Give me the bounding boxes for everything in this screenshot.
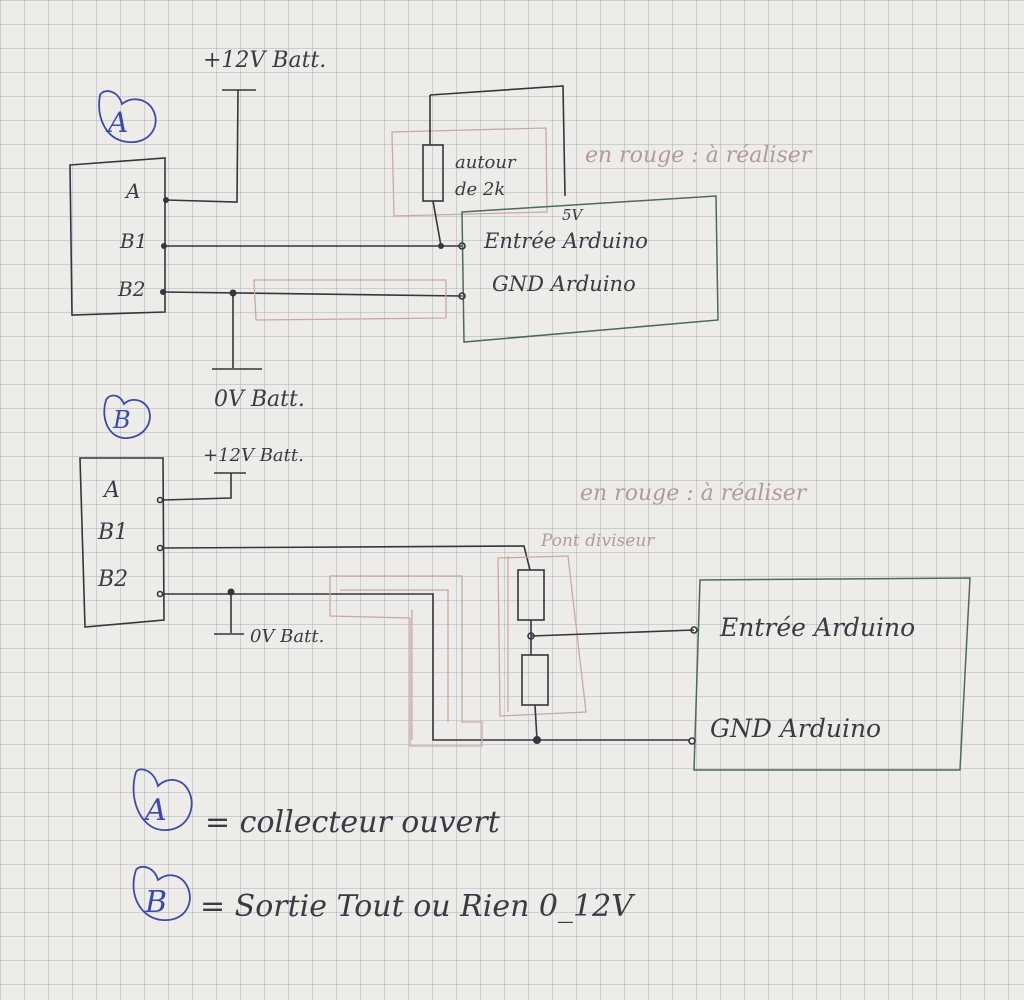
section-b-ground-label: 0V Batt. [250, 626, 324, 647]
legend-item-a: A = collecteur ouvert [132, 768, 501, 840]
section-b-pin-b1-dot [156, 544, 164, 552]
section-b-red-divider-area [497, 555, 587, 717]
section-b-pin-a-label: A [102, 478, 120, 503]
section-b-red-ground-lines [340, 589, 449, 740]
section-b-arduino-gnd-terminal [688, 737, 696, 745]
section-a-red-ground-area [253, 279, 447, 321]
section-b-ground-wire [214, 592, 244, 635]
section-a-marker-label: A [105, 106, 128, 139]
section-a-module-box [69, 157, 166, 316]
section-b-marker-label: B [112, 406, 131, 434]
section-b-b2-wire [163, 593, 690, 741]
legend-item-b-text: = Sortie Tout ou Rien 0_12V [200, 889, 636, 924]
section-a-vcc-label: 5V [562, 206, 585, 224]
legend: A = collecteur ouvert B = Sortie Tout ou… [132, 768, 636, 924]
section-a-resistor-label-2: de 2k [455, 179, 505, 200]
section-b-divider-resistor-top [517, 569, 545, 621]
section-b-red-ground-area [329, 575, 483, 747]
section-b-b1-wire [162, 545, 531, 571]
section-b-divider-label: Pont diviseur [540, 531, 655, 551]
section-b-arduino-input-terminal [690, 626, 698, 634]
section-a: A A B1 B2 +12V Batt. 0V Batt. autour de … [69, 48, 813, 412]
section-a-arduino-gnd-terminal [458, 292, 466, 300]
section-b-supply-wire [162, 472, 246, 501]
section-a-resistor-label-1: autour [455, 152, 517, 173]
section-b-divider-bottom-wire [534, 704, 538, 741]
section-b-marker: B [103, 394, 151, 439]
section-a-arduino-input-terminal [458, 242, 466, 250]
section-a-b2-wire [162, 291, 463, 297]
section-a-pullup-resistor [422, 144, 444, 202]
section-a-resistor-bottom-wire [432, 200, 442, 247]
section-a-red-resistor-area [391, 127, 548, 217]
section-a-pin-a-label: A [124, 179, 140, 203]
section-a-pin-b1-label: B1 [119, 229, 147, 253]
section-a-marker: A [98, 90, 157, 143]
section-b-arduino-box [693, 577, 971, 771]
legend-item-a-text: = collecteur ouvert [205, 805, 501, 840]
section-b-ground-junction [533, 736, 541, 744]
section-a-resistor-node [438, 243, 444, 249]
section-a-supply-wire [165, 89, 256, 203]
section-a-pin-b2-label: B2 [117, 277, 145, 301]
section-b-arduino-gnd-label: GND Arduino [710, 714, 881, 743]
section-b-module-box [79, 457, 165, 628]
legend-item-b-marker: B [144, 885, 167, 920]
section-b-pin-b2-dot [156, 590, 164, 598]
legend-item-b: B = Sortie Tout ou Rien 0_12V [132, 865, 636, 924]
legend-item-a-marker: A [142, 793, 167, 828]
section-b: B A B1 B2 +12V Batt. 0V Batt. Pont divis… [79, 394, 971, 771]
section-a-arduino-box [461, 195, 719, 343]
section-b-supply-label: +12V Batt. [203, 445, 304, 466]
section-b-arduino-input-wire [530, 629, 695, 637]
section-b-note: en rouge : à réaliser [580, 481, 808, 506]
section-b-pin-b1-label: B1 [97, 520, 128, 545]
section-a-arduino-input-label: Entrée Arduino [483, 229, 648, 253]
section-a-ground-label: 0V Batt. [214, 387, 305, 412]
section-b-pin-a-dot [156, 496, 164, 504]
section-b-arduino-input-label: Entrée Arduino [719, 613, 915, 642]
section-a-supply-label: +12V Batt. [203, 48, 326, 73]
section-a-5v-wire [429, 85, 566, 197]
section-a-arduino-gnd-label: GND Arduino [492, 272, 636, 296]
section-a-ground-wire [212, 293, 262, 370]
section-a-note: en rouge : à réaliser [585, 143, 813, 168]
section-b-divider-resistor-bottom [521, 654, 549, 706]
section-b-pin-b2-label: B2 [97, 567, 128, 592]
